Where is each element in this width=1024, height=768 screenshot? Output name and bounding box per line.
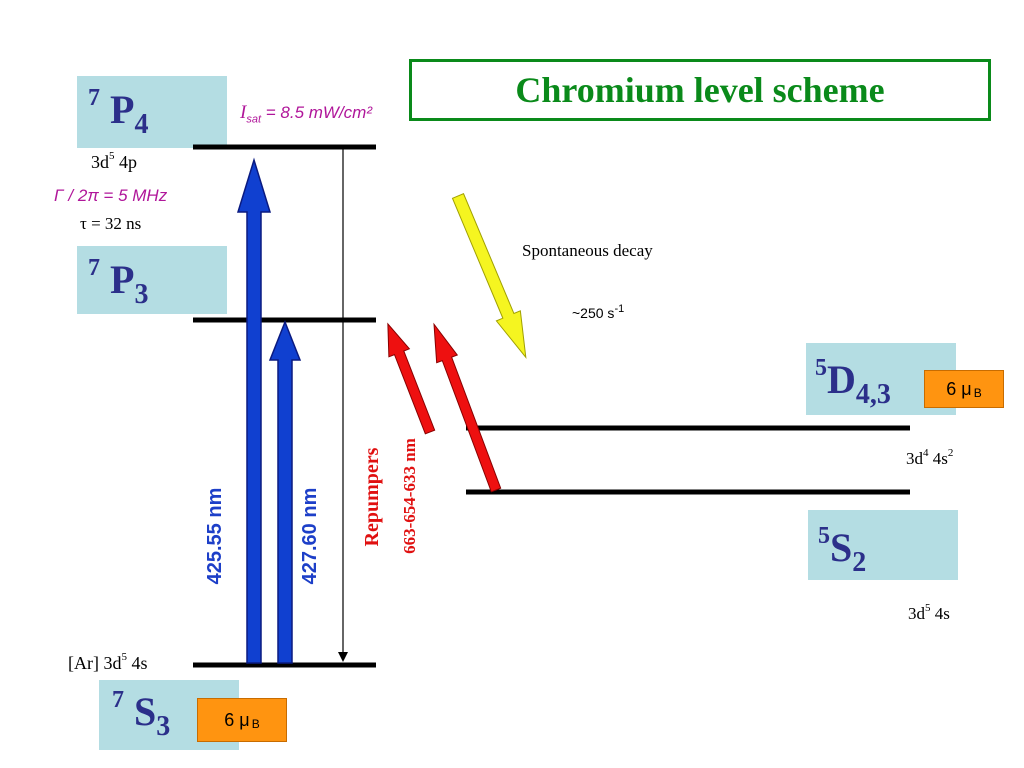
- config-s3: [Ar] 3d5 4s: [68, 651, 148, 673]
- wavelength-label-427: 427.60 nm: [299, 487, 321, 585]
- repumpers-wavelengths: 663-654-633 nm: [400, 438, 419, 554]
- yellow-arrow-decay: [451, 193, 527, 359]
- term-p3-letter: P: [110, 257, 135, 302]
- diagram-title: Chromium level scheme: [515, 70, 885, 110]
- term-s3-multiplicity: 7: [112, 687, 124, 713]
- moment-s3-sub: B: [251, 717, 260, 731]
- term-p4-multiplicity: 7: [88, 85, 100, 111]
- moment-s3-value: 6 μ: [224, 709, 250, 730]
- term-box-p4: [77, 76, 227, 148]
- term-box-p3: [77, 246, 227, 314]
- term-p4-j: 4: [134, 109, 149, 140]
- red-arrow-repumper-2: [433, 322, 502, 493]
- term-label-s2: 5S2: [818, 524, 866, 577]
- moment-d43-sub: B: [973, 386, 982, 400]
- blue-arrow-427: [268, 319, 302, 664]
- term-box-s2: [808, 510, 958, 580]
- wavelength-label-425: 425.55 nm: [204, 487, 226, 585]
- saturation-intensity: Isat = 8.5 mW/cm²: [240, 102, 372, 126]
- config-s2: 3d5 4s: [908, 602, 950, 623]
- spontaneous-decay-label: Spontaneous decay: [522, 241, 653, 260]
- lifetime: τ = 32 ns: [80, 214, 142, 233]
- thin-decay-arrowhead: [338, 652, 348, 662]
- term-s2-j: 2: [852, 547, 867, 578]
- term-s2-multiplicity: 5: [818, 523, 830, 549]
- repumpers-label: Repumpers: [361, 447, 383, 547]
- term-label-p4: 7 P4: [88, 86, 148, 139]
- term-p3-j: 3: [134, 279, 149, 310]
- term-s3-letter: S: [134, 689, 157, 734]
- decay-rate: ~250 s-1: [572, 303, 625, 321]
- title-box: Chromium level scheme: [409, 59, 991, 121]
- term-s2-letter: S: [830, 525, 853, 570]
- term-p4-letter: P: [110, 87, 135, 132]
- config-p4: 3d5 4p: [91, 150, 137, 172]
- term-d43-multiplicity: 5: [815, 355, 827, 381]
- term-label-s3: 7 S3: [112, 688, 170, 741]
- config-d43: 3d4 4s2: [906, 447, 954, 468]
- term-d43-letter: D: [827, 357, 856, 402]
- linewidth: Γ / 2π = 5 MHz: [54, 186, 168, 205]
- term-p3-multiplicity: 7: [88, 255, 100, 281]
- term-label-p3: 7 P3: [88, 256, 148, 309]
- blue-arrow-425: [236, 157, 272, 664]
- term-d43-j: 4,3: [855, 379, 891, 410]
- term-label-d43: 5D4,3: [815, 356, 891, 409]
- red-arrow-repumper-1: [387, 322, 436, 435]
- term-s3-j: 3: [156, 711, 171, 742]
- moment-d43-value: 6 μ: [946, 378, 972, 399]
